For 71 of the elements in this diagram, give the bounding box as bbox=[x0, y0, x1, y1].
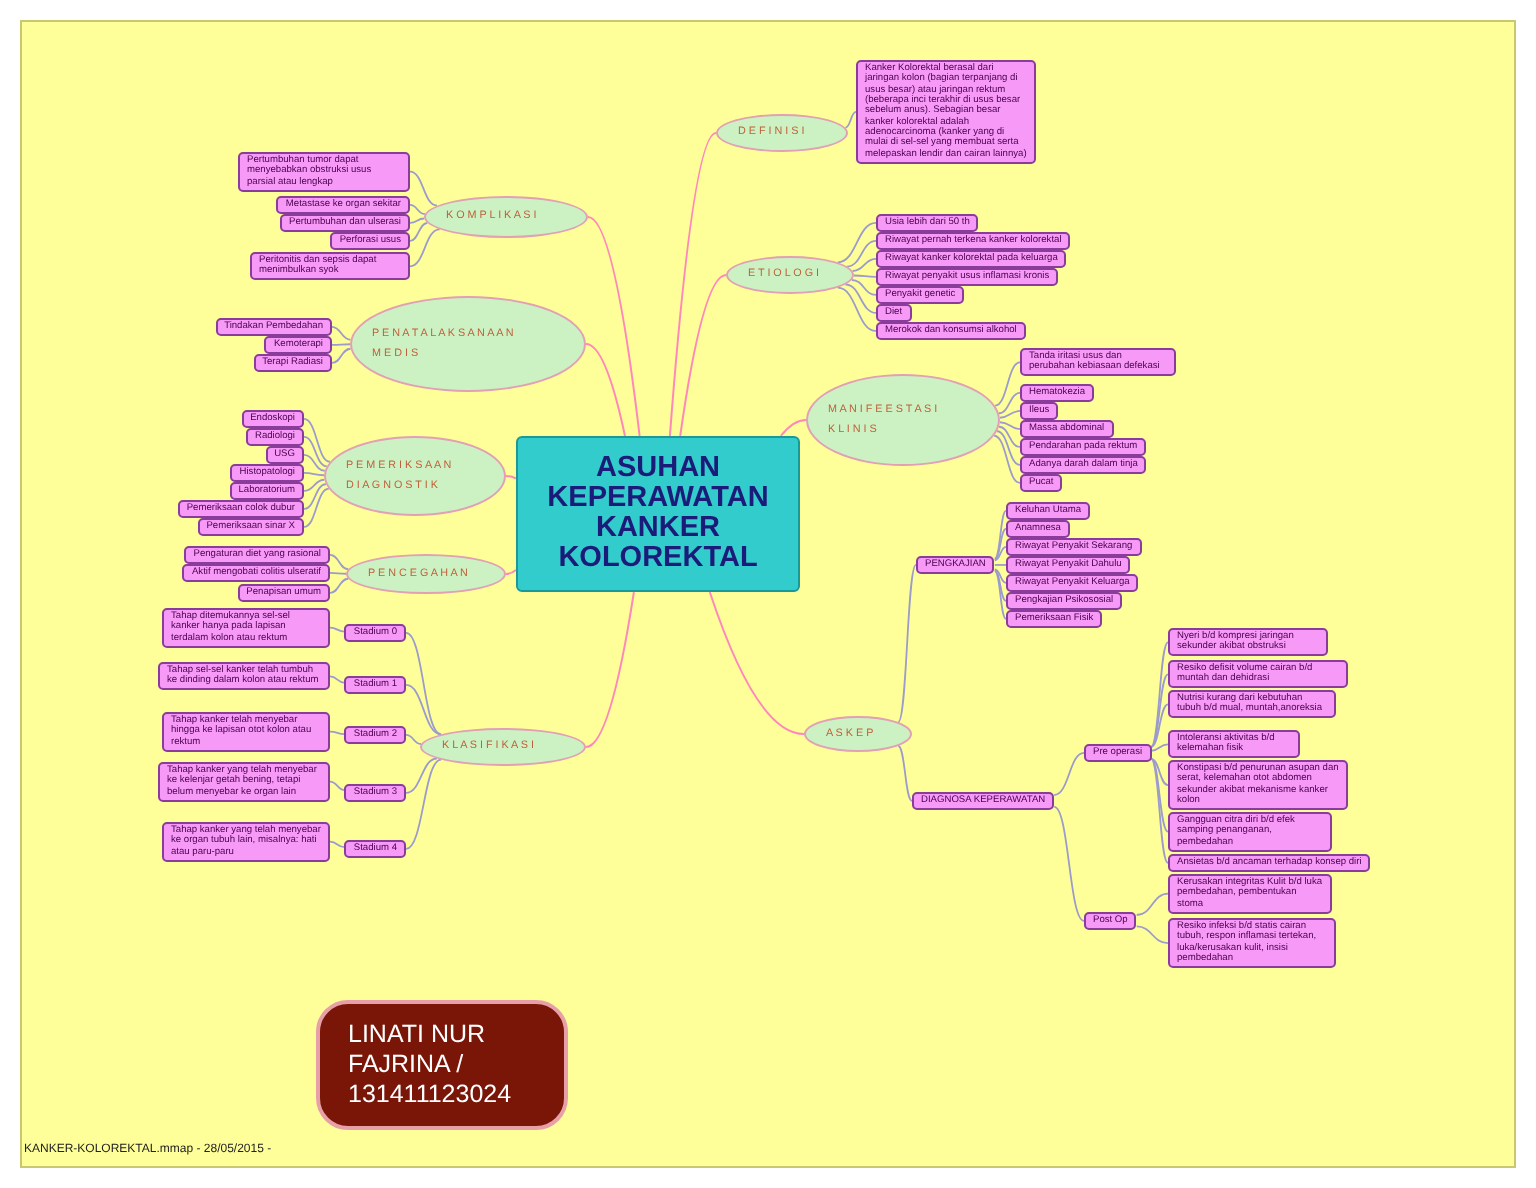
branch-line bbox=[846, 240, 877, 268]
branch-line bbox=[1150, 641, 1169, 748]
branch-line bbox=[329, 730, 346, 736]
branch-line bbox=[779, 419, 807, 437]
branch-line bbox=[303, 472, 325, 477]
branch-line bbox=[1150, 743, 1169, 752]
branch-line bbox=[1150, 673, 1169, 748]
branch-line bbox=[668, 132, 717, 437]
branch-line bbox=[303, 483, 327, 510]
branch-line bbox=[897, 745, 913, 802]
branch-line bbox=[994, 361, 1021, 407]
branch-line bbox=[993, 570, 1007, 620]
central-topic-box: ASUHAN KEPERAWATAN KANKER KOLOREKTAL bbox=[516, 436, 800, 592]
branch-line bbox=[303, 418, 331, 463]
branch-line bbox=[853, 274, 877, 278]
branch-line bbox=[996, 430, 1021, 466]
branch-line bbox=[897, 564, 917, 723]
branch-line bbox=[405, 758, 443, 850]
branch-line bbox=[1135, 925, 1169, 944]
branch-line bbox=[844, 283, 877, 314]
branch-line bbox=[998, 425, 1021, 448]
branch-line bbox=[409, 204, 426, 215]
branch-line bbox=[993, 528, 1007, 560]
branch-line bbox=[303, 478, 326, 492]
branch-line bbox=[303, 487, 330, 528]
branch-line bbox=[405, 734, 422, 745]
branch-line bbox=[836, 286, 877, 332]
branch-line bbox=[329, 577, 350, 594]
branch-line bbox=[329, 572, 347, 575]
branch-line bbox=[1150, 758, 1169, 833]
branch-line bbox=[585, 591, 635, 748]
branch-line bbox=[993, 568, 1007, 584]
branch-line bbox=[505, 569, 517, 575]
branch-line bbox=[999, 421, 1021, 430]
branch-line bbox=[993, 546, 1007, 562]
branch-line bbox=[993, 434, 1021, 484]
branch-line bbox=[993, 564, 1007, 566]
branch-line bbox=[851, 258, 877, 272]
branch-line bbox=[405, 684, 443, 736]
branch-line bbox=[405, 757, 438, 794]
branch-line bbox=[836, 222, 877, 264]
branch-line bbox=[329, 840, 346, 849]
branch-line bbox=[409, 228, 441, 268]
branch-line bbox=[409, 222, 429, 242]
branch-line bbox=[999, 410, 1021, 419]
branch-line bbox=[585, 343, 626, 437]
branch-line bbox=[329, 554, 350, 571]
branch-line bbox=[708, 591, 805, 735]
branch-line bbox=[303, 436, 328, 468]
branch-line bbox=[993, 570, 1007, 602]
branch-line bbox=[331, 347, 352, 364]
branch-line bbox=[993, 510, 1007, 560]
author-box: LINATI NUR FAJRINA / 131411123024 bbox=[316, 1000, 568, 1130]
branch-line bbox=[587, 216, 641, 437]
branch-line bbox=[1053, 752, 1085, 796]
branch-line bbox=[1150, 758, 1169, 864]
branch-line bbox=[1053, 806, 1085, 922]
branch-line bbox=[331, 326, 352, 341]
branch-line bbox=[505, 475, 517, 480]
branch-line bbox=[331, 343, 351, 346]
branch-line bbox=[1135, 892, 1169, 916]
branch-line bbox=[1150, 703, 1169, 748]
branch-line bbox=[303, 454, 326, 472]
branch-line bbox=[405, 632, 443, 736]
branch-line bbox=[679, 274, 727, 437]
branch-line bbox=[409, 170, 438, 207]
branch-line bbox=[850, 279, 877, 296]
branch-line bbox=[409, 217, 426, 224]
branch-line bbox=[1150, 758, 1169, 786]
branch-line bbox=[998, 392, 1021, 415]
branch-line bbox=[844, 110, 857, 129]
